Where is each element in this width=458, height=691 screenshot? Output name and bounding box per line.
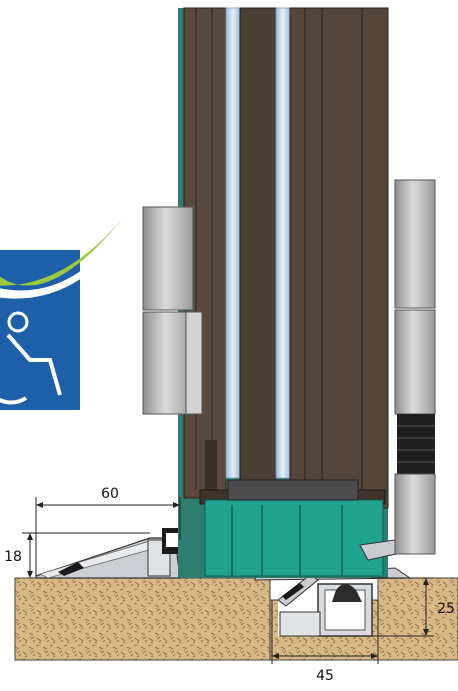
- dimension-channel-depth: 25: [372, 577, 455, 637]
- hinge-left: [142, 206, 203, 415]
- dimension-ramp-height: 18: [4, 532, 150, 578]
- dimension-channel-width: 45: [271, 600, 379, 684]
- dimension-label-45: 45: [316, 668, 334, 684]
- hinge-right: [394, 179, 436, 555]
- dimension-label-18: 18: [4, 549, 22, 565]
- dimension-label-60: 60: [101, 486, 119, 502]
- concrete-floor: [14, 577, 458, 661]
- bottom-profile-teal: [204, 479, 406, 577]
- dimension-label-25: 25: [437, 601, 455, 617]
- dimension-ramp-length: 60: [35, 486, 181, 576]
- threshold-ramp: [35, 528, 184, 579]
- wheelchair-accessibility-icon: [0, 218, 123, 410]
- drainage-channel: [254, 567, 412, 637]
